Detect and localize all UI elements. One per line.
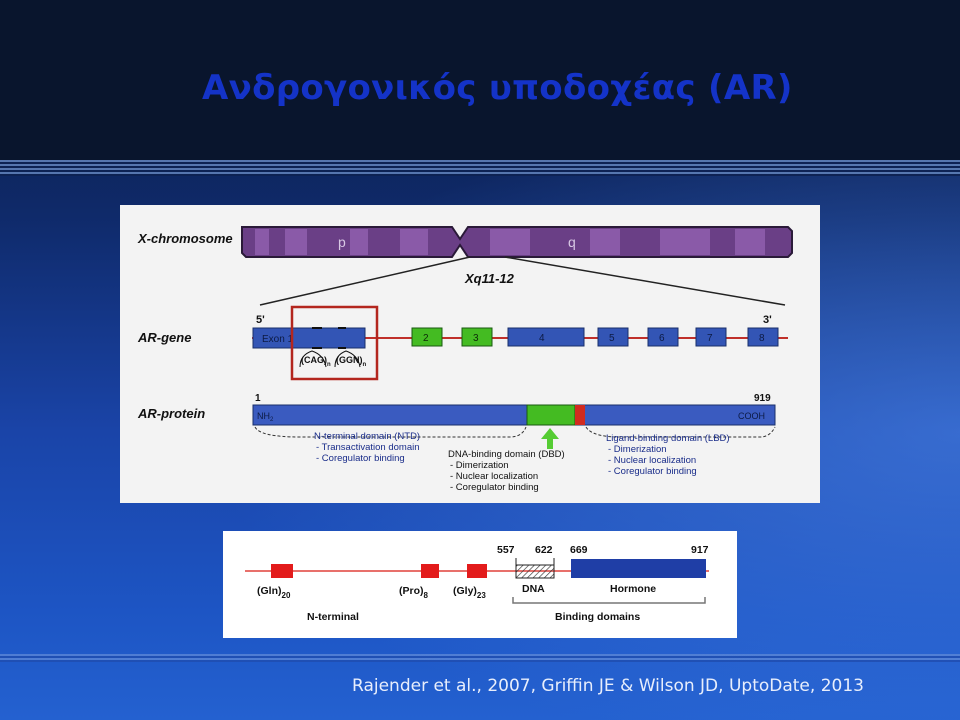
ntd-title: N-terminal domain (NTD) — [314, 431, 420, 442]
exon-4: 4 — [507, 327, 585, 347]
x-chromosome: p q — [241, 226, 793, 258]
repeat-brackets — [299, 350, 361, 368]
chromosome-arm-p: p — [338, 234, 346, 250]
pos-669: 669 — [570, 544, 588, 556]
ntd-item: - Transactivation domain — [316, 442, 420, 453]
dna-binding-domain — [515, 558, 555, 579]
zoom-lines — [259, 256, 786, 306]
binding-domains-label: Binding domains — [555, 611, 640, 623]
three-prime-label: 3' — [763, 314, 772, 326]
svg-text:Exon 1: Exon 1 — [262, 334, 294, 345]
repeat-ggn-label: (GGN)n — [336, 355, 367, 368]
dbd-arrow — [541, 428, 559, 449]
slide-title: Ανδρογονικός υποδοχέας (AR) — [202, 68, 793, 108]
dbd-item: - Dimerization — [450, 460, 509, 471]
hinge-segment — [575, 405, 585, 425]
ntd-item: - Coregulator binding — [316, 453, 405, 464]
ar-domain-map-figure: 557 622 669 917 (Gln)20 (Pro)8 (Gly)23 D… — [223, 531, 737, 638]
title-divider — [0, 160, 960, 176]
pos-917: 917 — [691, 544, 709, 556]
exon-3: 3 — [461, 327, 493, 347]
gln-label: (Gln)20 — [257, 585, 291, 600]
hormone-label: Hormone — [610, 583, 656, 595]
dbd-segment — [526, 404, 576, 426]
dna-label: DNA — [522, 583, 545, 595]
domain-brackets — [254, 426, 776, 438]
repeat-marks — [312, 327, 346, 349]
dbd-item: - Coregulator binding — [450, 482, 539, 493]
svg-text:8: 8 — [759, 333, 765, 344]
protein-bar: NH2 COOH — [252, 404, 776, 426]
ar-gene-protein-figure: X-chromosome p q Xq11-12 AR-gene 5' 3' E… — [120, 205, 820, 503]
n-term-label: NH2 — [257, 411, 274, 423]
exon-2: 2 — [411, 327, 443, 347]
dbd-title: DNA-binding domain (DBD) — [448, 449, 565, 460]
aa-start: 1 — [255, 393, 261, 404]
svg-text:6: 6 — [659, 333, 665, 344]
exon-6: 6 — [647, 327, 679, 347]
exon-7: 7 — [695, 327, 727, 347]
svg-text:3: 3 — [473, 333, 479, 344]
lbd-item: - Dimerization — [608, 444, 667, 455]
svg-text:2: 2 — [423, 333, 429, 344]
svg-text:7: 7 — [707, 333, 713, 344]
ar-gene-label: AR-gene — [137, 330, 191, 345]
gly-repeat — [467, 564, 487, 578]
ar-protein-label: AR-protein — [137, 406, 205, 421]
svg-text:5: 5 — [609, 333, 615, 344]
lbd-title: Ligand-binding domain (LBD) — [606, 433, 730, 444]
chromosome-arm-q: q — [568, 234, 576, 250]
dbd-item: - Nuclear localization — [450, 471, 538, 482]
highlight-box — [290, 305, 379, 381]
five-prime-label: 5' — [256, 314, 265, 326]
repeat-cag-label: (CAG)n — [301, 355, 331, 368]
pos-622: 622 — [535, 544, 553, 556]
x-chromosome-label: X-chromosome — [137, 231, 233, 246]
pro-repeat — [421, 564, 439, 578]
binding-domains-bracket — [512, 597, 706, 604]
exon-8: 8 — [747, 327, 779, 347]
aa-end: 919 — [754, 393, 771, 404]
citation: Rajender et al., 2007, Griffin JE & Wils… — [352, 676, 864, 696]
gln-repeat — [271, 564, 293, 578]
pos-557: 557 — [497, 544, 515, 556]
pro-label: (Pro)8 — [399, 585, 429, 600]
exon-1: Exon 1 — [252, 327, 366, 349]
svg-text:4: 4 — [539, 333, 545, 344]
lbd-item: - Coregulator binding — [608, 466, 697, 477]
locus-label: Xq11-12 — [464, 271, 515, 286]
hormone-binding-domain — [571, 559, 706, 578]
exon-5: 5 — [597, 327, 629, 347]
n-terminal-label: N-terminal — [307, 611, 359, 623]
gly-label: (Gly)23 — [453, 585, 486, 600]
title-band — [0, 0, 960, 160]
footer-divider — [0, 654, 960, 662]
lbd-item: - Nuclear localization — [608, 455, 696, 466]
c-term-label: COOH — [738, 411, 765, 421]
